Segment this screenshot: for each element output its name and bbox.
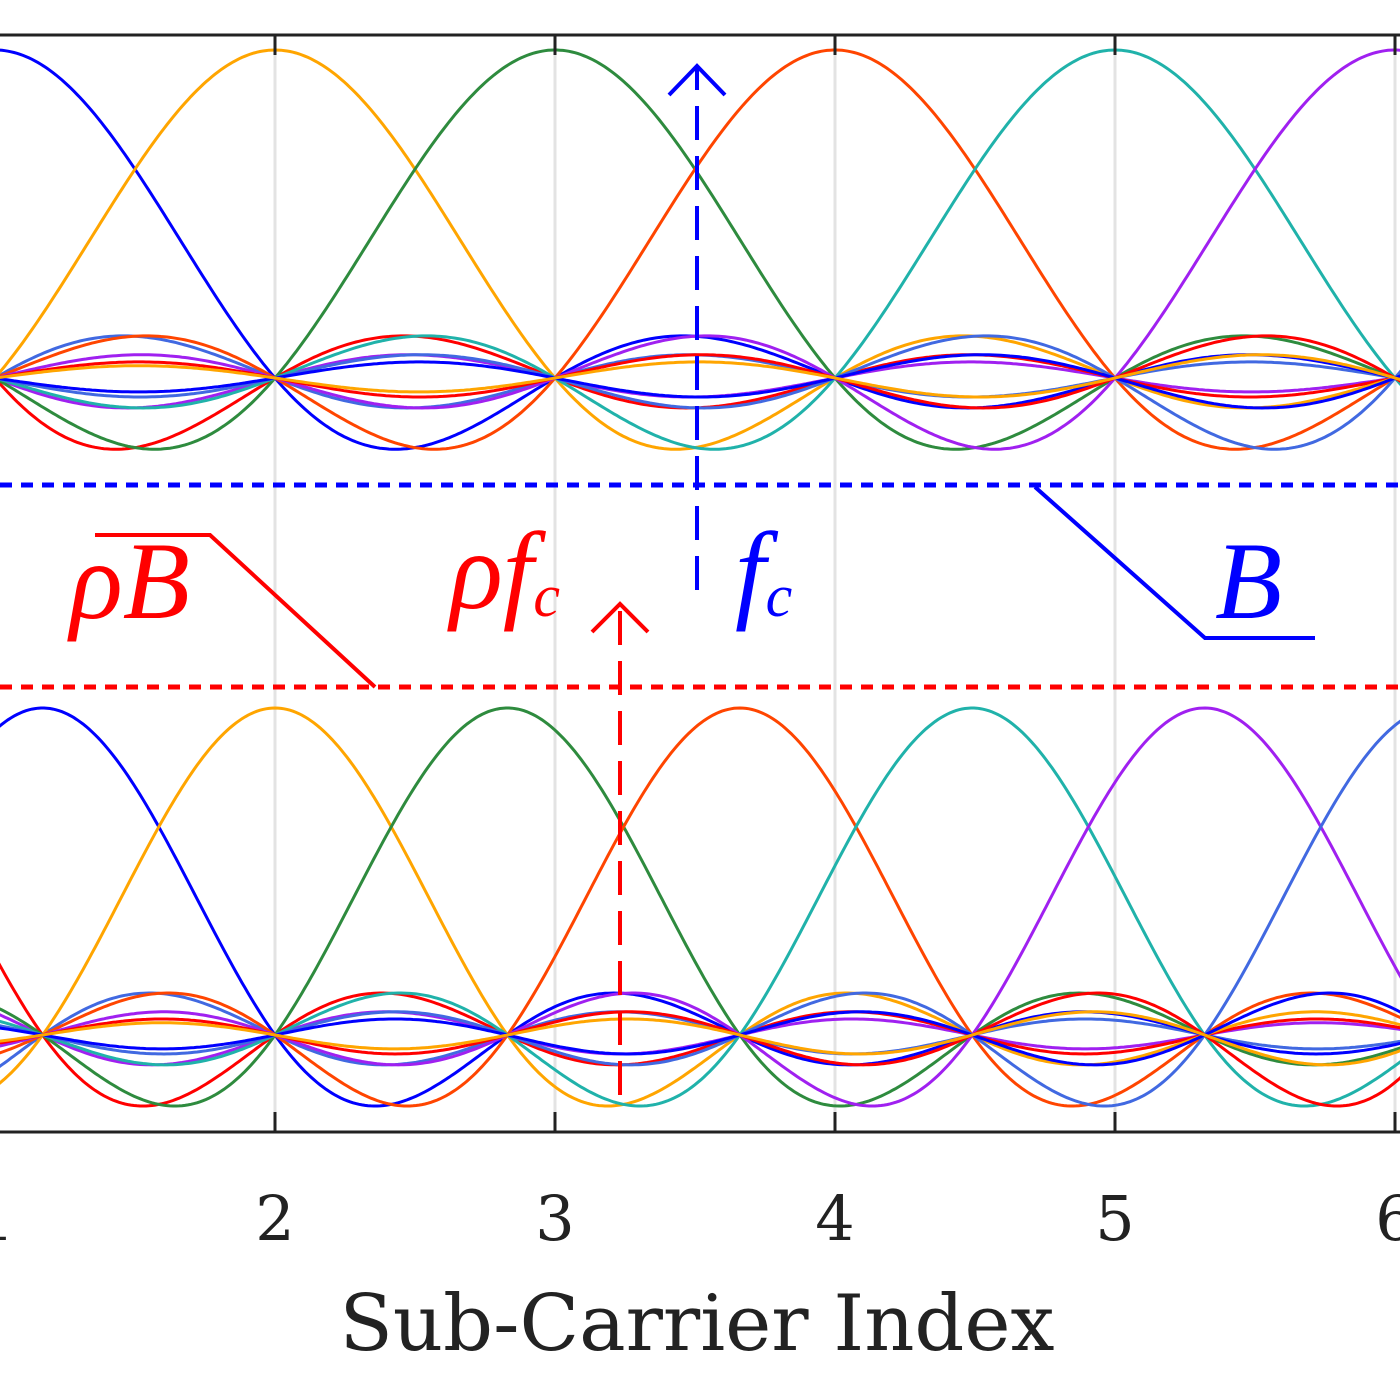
bottom-subcarrier-curve: [0, 719, 1400, 1108]
top-subcarrier-curve: [0, 48, 1400, 451]
curves: [0, 48, 1400, 1108]
bottom-subcarrier-curve: [0, 962, 1400, 1108]
x-tick-label: 4: [815, 1182, 854, 1255]
fc-label: fc: [735, 510, 792, 632]
rhoB-leader-line: [95, 533, 377, 689]
x-tick-label: 3: [535, 1182, 574, 1255]
bottom-subcarrier-curve: [0, 991, 1400, 1069]
x-tick-label: 1: [0, 1182, 15, 1255]
top-subcarrier-curve: [0, 334, 1400, 410]
x-ticks: 1 2 3 4 5 6: [0, 35, 1400, 1255]
bottom-subcarrier-curve: [0, 991, 1400, 1067]
top-subcarrier-curve: [0, 334, 1400, 451]
rhoB-label: ρB: [67, 520, 190, 642]
x-tick-label: 6: [1375, 1182, 1400, 1255]
top-subcarrier-curve: [0, 48, 1400, 451]
top-subcarrier-curve: [0, 48, 1400, 451]
x-axis-label: Sub-Carrier Index: [339, 1279, 1054, 1369]
x-tick-label: 5: [1095, 1182, 1134, 1255]
grid-lines: [273, 35, 1397, 1132]
bottom-subcarrier-curve: [0, 706, 1400, 1108]
bottom-subcarrier-curve: [0, 706, 1400, 1108]
top-subcarrier-curve: [0, 353, 1400, 399]
top-subcarrier-curve: [0, 353, 1400, 410]
bottom-subcarrier-curve: [0, 706, 1400, 1108]
bottom-subcarrier-curve: [0, 706, 1400, 1108]
x-tick-label: 2: [255, 1182, 294, 1255]
rho-fc-arrowhead: [590, 601, 650, 634]
B-leader-line: [1033, 485, 1315, 640]
bottom-subcarrier-curve: [0, 706, 1400, 1108]
bottom-subcarrier-curve: [0, 991, 1400, 1108]
bottom-subcarrier-curve: [0, 706, 1400, 1108]
fc-arrowhead: [667, 63, 727, 97]
bottom-subcarrier-curve: [0, 1010, 1400, 1067]
rho-fc-label: ρfc: [447, 510, 560, 632]
B-label: B: [1215, 520, 1282, 642]
top-subcarrier-curve: [0, 48, 1400, 451]
